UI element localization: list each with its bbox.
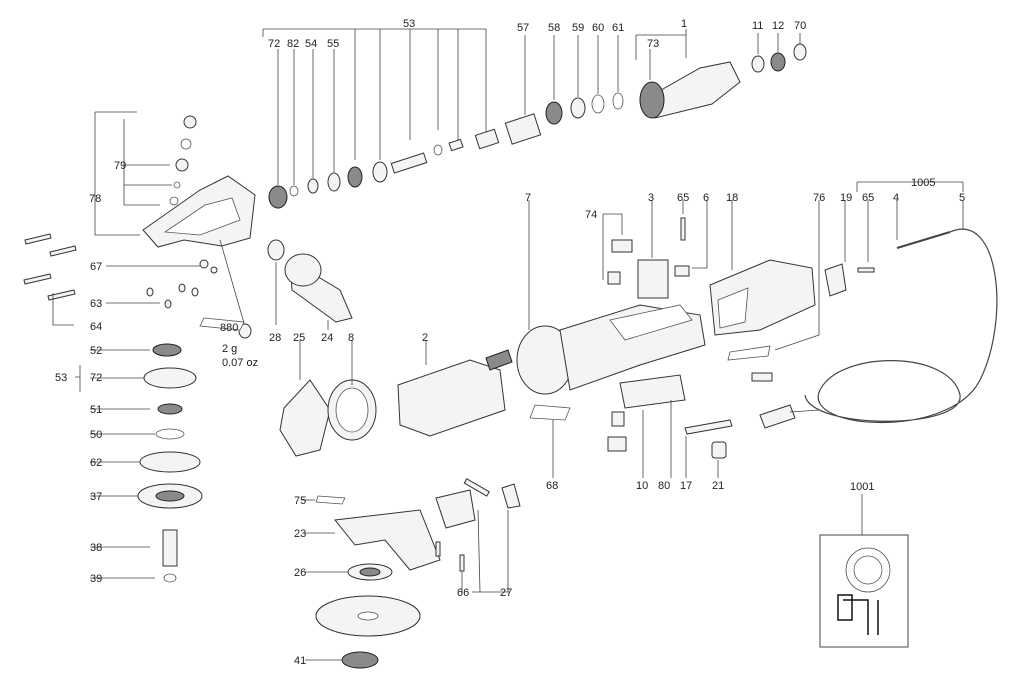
weight-imperial: 0.07 oz [222, 357, 258, 369]
callout-7: 7 [525, 192, 531, 204]
callout-11: 11 [752, 20, 763, 32]
callout-53-top: 53 [403, 18, 415, 30]
callout-880: 880 [220, 322, 238, 334]
callout-27: 27 [500, 587, 512, 599]
callout-50: 50 [90, 429, 102, 441]
callout-55: 55 [327, 38, 339, 50]
callout-19: 19 [840, 192, 852, 204]
callout-79: 79 [114, 160, 126, 172]
callout-75: 75 [294, 495, 306, 507]
callout-12: 12 [772, 20, 784, 32]
screws-left [23, 233, 77, 301]
callout-57: 57 [517, 22, 529, 34]
callout-21: 21 [712, 480, 724, 492]
callout-26: 26 [294, 567, 306, 579]
callout-8: 8 [348, 332, 354, 344]
callout-4: 4 [893, 192, 899, 204]
callout-80: 80 [658, 480, 670, 492]
callout-25: 25 [293, 332, 305, 344]
callout-1: 1 [681, 18, 687, 30]
callout-41: 41 [294, 655, 306, 667]
callout-18: 18 [726, 192, 738, 204]
callout-76: 76 [813, 192, 825, 204]
callout-3: 3 [648, 192, 654, 204]
callout-1001: 1001 [850, 481, 874, 493]
callout-5: 5 [959, 192, 965, 204]
part-group-spindle-stack [75, 343, 203, 583]
callout-37: 37 [90, 491, 102, 503]
callout-1005: 1005 [911, 177, 935, 189]
wiring-inset [819, 494, 909, 648]
callout-59: 59 [572, 22, 584, 34]
callout-65-mid: 65 [677, 192, 689, 204]
callout-78: 78 [89, 193, 101, 205]
callout-68: 68 [546, 480, 558, 492]
callout-73: 73 [647, 38, 659, 50]
callout-70: 70 [794, 20, 806, 32]
callout-72-top: 72 [268, 38, 280, 50]
callout-60: 60 [592, 22, 604, 34]
weight-metric: 2 g [222, 343, 237, 355]
callout-28: 28 [269, 332, 281, 344]
callout-2: 2 [422, 332, 428, 344]
part-group-lower [302, 478, 521, 669]
callout-65-right: 65 [862, 192, 874, 204]
callout-62: 62 [90, 457, 102, 469]
callout-38: 38 [90, 542, 102, 554]
part-group-housing [516, 181, 998, 478]
callout-63: 63 [90, 298, 102, 310]
callout-23: 23 [294, 528, 306, 540]
part-group-top-row [262, 28, 807, 209]
callout-17: 17 [680, 480, 692, 492]
part-group-gear-head [23, 111, 256, 339]
callout-72-left: 72 [90, 372, 102, 384]
callout-6: 6 [703, 192, 709, 204]
callout-66: 66 [457, 587, 469, 599]
callout-64: 64 [90, 321, 102, 333]
callout-51: 51 [90, 404, 102, 416]
callout-82: 82 [287, 38, 299, 50]
callout-39: 39 [90, 573, 102, 585]
callout-61: 61 [612, 22, 624, 34]
callout-67: 67 [90, 261, 102, 273]
callout-10: 10 [636, 480, 648, 492]
callout-52: 52 [90, 345, 102, 357]
callout-74: 74 [585, 209, 597, 221]
callout-58: 58 [548, 22, 560, 34]
part-group-middle [267, 239, 513, 457]
callout-24: 24 [321, 332, 333, 344]
callout-53-left: 53 [55, 372, 67, 384]
callout-54: 54 [305, 38, 317, 50]
callout-labels: 53 57 58 59 60 61 1 11 12 70 72 82 54 55… [55, 18, 965, 667]
